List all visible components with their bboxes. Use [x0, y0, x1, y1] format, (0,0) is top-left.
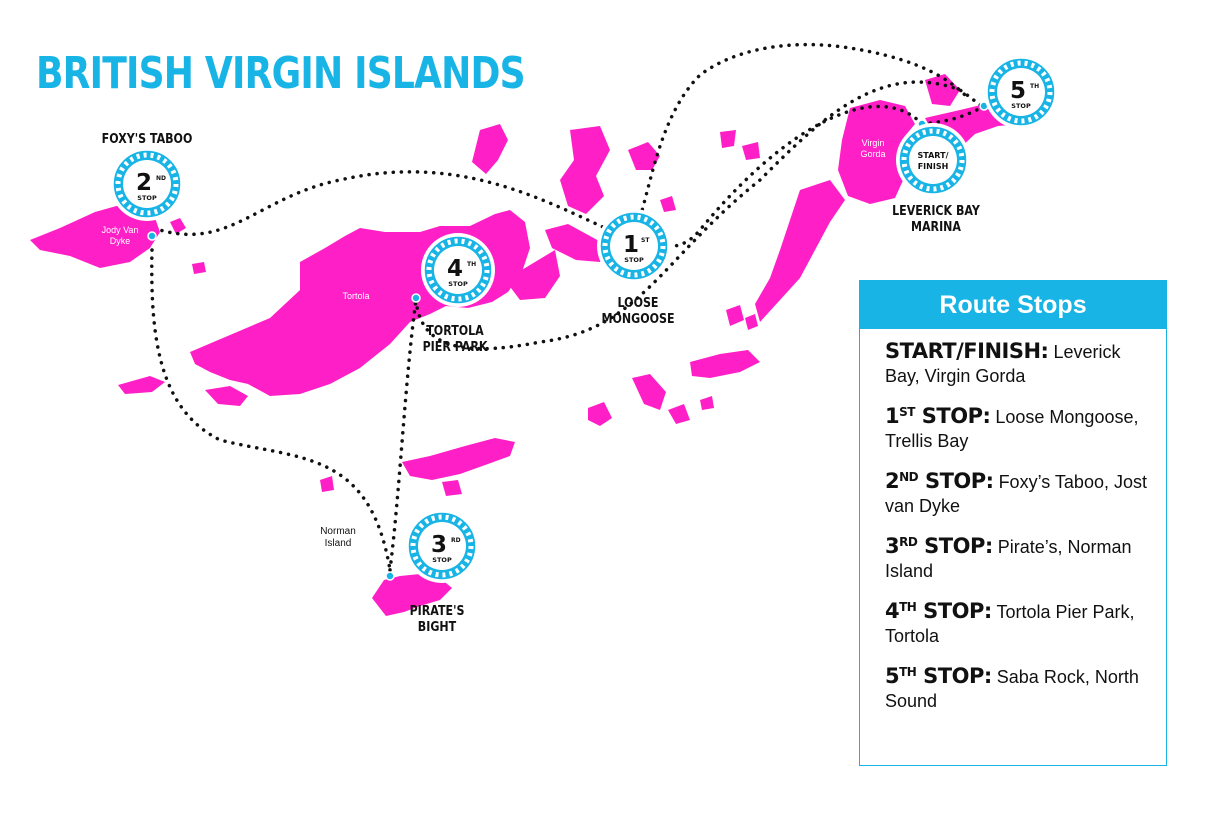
- route-4-to-start: [414, 80, 986, 351]
- island-scrub: [628, 142, 660, 170]
- badge-1st-stop: 1 ST STOP: [597, 209, 671, 283]
- marker-3: [385, 571, 395, 581]
- badge-start-finish: START/ FINISH: [896, 123, 970, 197]
- svg-text:STOP: STOP: [432, 556, 452, 564]
- legend-item-label: 4TH STOP:: [885, 599, 992, 623]
- route-3-to-4: [388, 298, 418, 572]
- island-small-c: [742, 142, 760, 160]
- island-salt: [588, 402, 612, 426]
- label-tortola-pier-park: TORTOLA PIER PARK: [422, 324, 488, 355]
- label-virgin-gorda: Virgin Gorda: [860, 138, 886, 159]
- svg-text:3: 3: [431, 532, 447, 558]
- label-leverick-bay: LEVERICK BAY MARINA: [892, 204, 980, 235]
- island-small-d: [726, 305, 744, 326]
- badge-3rd-stop: 3 RD STOP: [405, 509, 479, 583]
- island-marina-cay: [560, 126, 610, 214]
- island-small-tortola-w: [118, 376, 165, 394]
- badge-4th-stop: 4 TH STOP: [421, 233, 495, 307]
- svg-text:TH: TH: [467, 261, 476, 268]
- legend-item-text: Pirate’s, Norman Island: [885, 537, 1132, 581]
- legend-item-label: START/FINISH:: [885, 339, 1049, 363]
- island-small-i: [320, 476, 334, 492]
- route-2-to-3: [150, 248, 392, 572]
- legend-item-3: 3RD STOP: Pirate’s, Norman Island: [885, 530, 1152, 583]
- island-small-h: [442, 480, 462, 496]
- legend-item-5: 5TH STOP: Saba Rock, North Sound: [885, 660, 1152, 713]
- island-ginger: [690, 350, 760, 378]
- island-peter: [402, 438, 515, 480]
- svg-text:ST: ST: [641, 237, 650, 244]
- svg-text:5: 5: [1010, 78, 1026, 104]
- island-cooper: [632, 374, 666, 410]
- island-small-e: [745, 314, 758, 330]
- island-jost-van-dyke: [30, 205, 160, 268]
- island-small-a: [660, 196, 676, 212]
- island-prickly-pear: [925, 74, 960, 106]
- label-pirates-bight: PIRATE'S BIGHT: [409, 604, 465, 635]
- marker-2: [147, 231, 157, 241]
- island-small-b: [720, 130, 736, 148]
- svg-text:2: 2: [136, 170, 152, 196]
- svg-text:STOP: STOP: [448, 280, 468, 288]
- label-tortola: Tortola: [342, 291, 370, 301]
- label-norman-island: Norman Island: [320, 526, 356, 549]
- legend-item-label: 1ST STOP:: [885, 404, 991, 428]
- legend-item-label: 5TH STOP:: [885, 664, 992, 688]
- island-virgin-gorda: [838, 100, 915, 204]
- legend-item-text: Leverick Bay, Virgin Gorda: [885, 342, 1121, 386]
- legend-item-1: 1ST STOP: Loose Mongoose, Trellis Bay: [885, 400, 1152, 453]
- svg-text:FINISH: FINISH: [918, 162, 949, 171]
- svg-text:4: 4: [447, 256, 463, 282]
- island-virgin-gorda-south: [755, 180, 845, 322]
- island-norman: [372, 574, 452, 616]
- route-1-to-2: [158, 170, 634, 242]
- badge-5th-stop: 5 TH STOP: [984, 55, 1058, 129]
- legend-item-4: 4TH STOP: Tortola Pier Park, Tortola: [885, 595, 1152, 648]
- label-loose-mongoose: LOOSE MONGOOSE: [601, 296, 675, 327]
- legend-item-text: Loose Mongoose, Trellis Bay: [885, 407, 1139, 451]
- island-small-jvd: [170, 218, 186, 234]
- route-5-to-start: [920, 104, 986, 126]
- svg-text:1: 1: [623, 232, 639, 258]
- legend-item-label: 2ND STOP:: [885, 469, 994, 493]
- island-small-f: [668, 404, 690, 424]
- island-camanoe: [545, 224, 608, 262]
- legend-item-2: 2ND STOP: Foxy’s Taboo, Jost van Dyke: [885, 465, 1152, 518]
- island-small-jvd-2: [192, 262, 206, 274]
- legend-item-text: Foxy’s Taboo, Jost van Dyke: [885, 472, 1147, 516]
- island-guana: [472, 124, 508, 174]
- svg-text:RD: RD: [451, 537, 461, 544]
- label-foxys-taboo: FOXY'S TABOO: [101, 132, 193, 147]
- legend-item-start: START/FINISH: Leverick Bay, Virgin Gorda: [885, 339, 1152, 388]
- route-stops-legend: Route Stops START/FINISH: Leverick Bay, …: [859, 280, 1167, 766]
- label-jost-van-dyke: Jody Van Dyke: [101, 225, 139, 246]
- legend-item-text: Saba Rock, North Sound: [885, 667, 1139, 711]
- svg-text:START/: START/: [918, 151, 949, 160]
- legend-item-text: Tortola Pier Park, Tortola: [885, 602, 1135, 646]
- svg-text:ND: ND: [156, 175, 166, 182]
- svg-text:STOP: STOP: [624, 256, 644, 264]
- svg-text:TH: TH: [1030, 83, 1039, 90]
- legend-list: START/FINISH: Leverick Bay, Virgin Gorda…: [860, 329, 1166, 713]
- badge-2nd-stop: 2 ND STOP: [110, 147, 184, 221]
- island-beef: [505, 250, 560, 300]
- marker-4: [411, 293, 421, 303]
- svg-text:STOP: STOP: [1011, 102, 1031, 110]
- island-tortola: [190, 210, 530, 396]
- svg-text:STOP: STOP: [137, 194, 157, 202]
- legend-item-label: 3RD STOP:: [885, 534, 993, 558]
- island-small-tortola-w2: [205, 386, 248, 406]
- legend-heading: Route Stops: [860, 281, 1166, 329]
- island-small-g: [700, 396, 714, 410]
- map-title: BRITISH VIRGIN ISLANDS: [36, 48, 526, 99]
